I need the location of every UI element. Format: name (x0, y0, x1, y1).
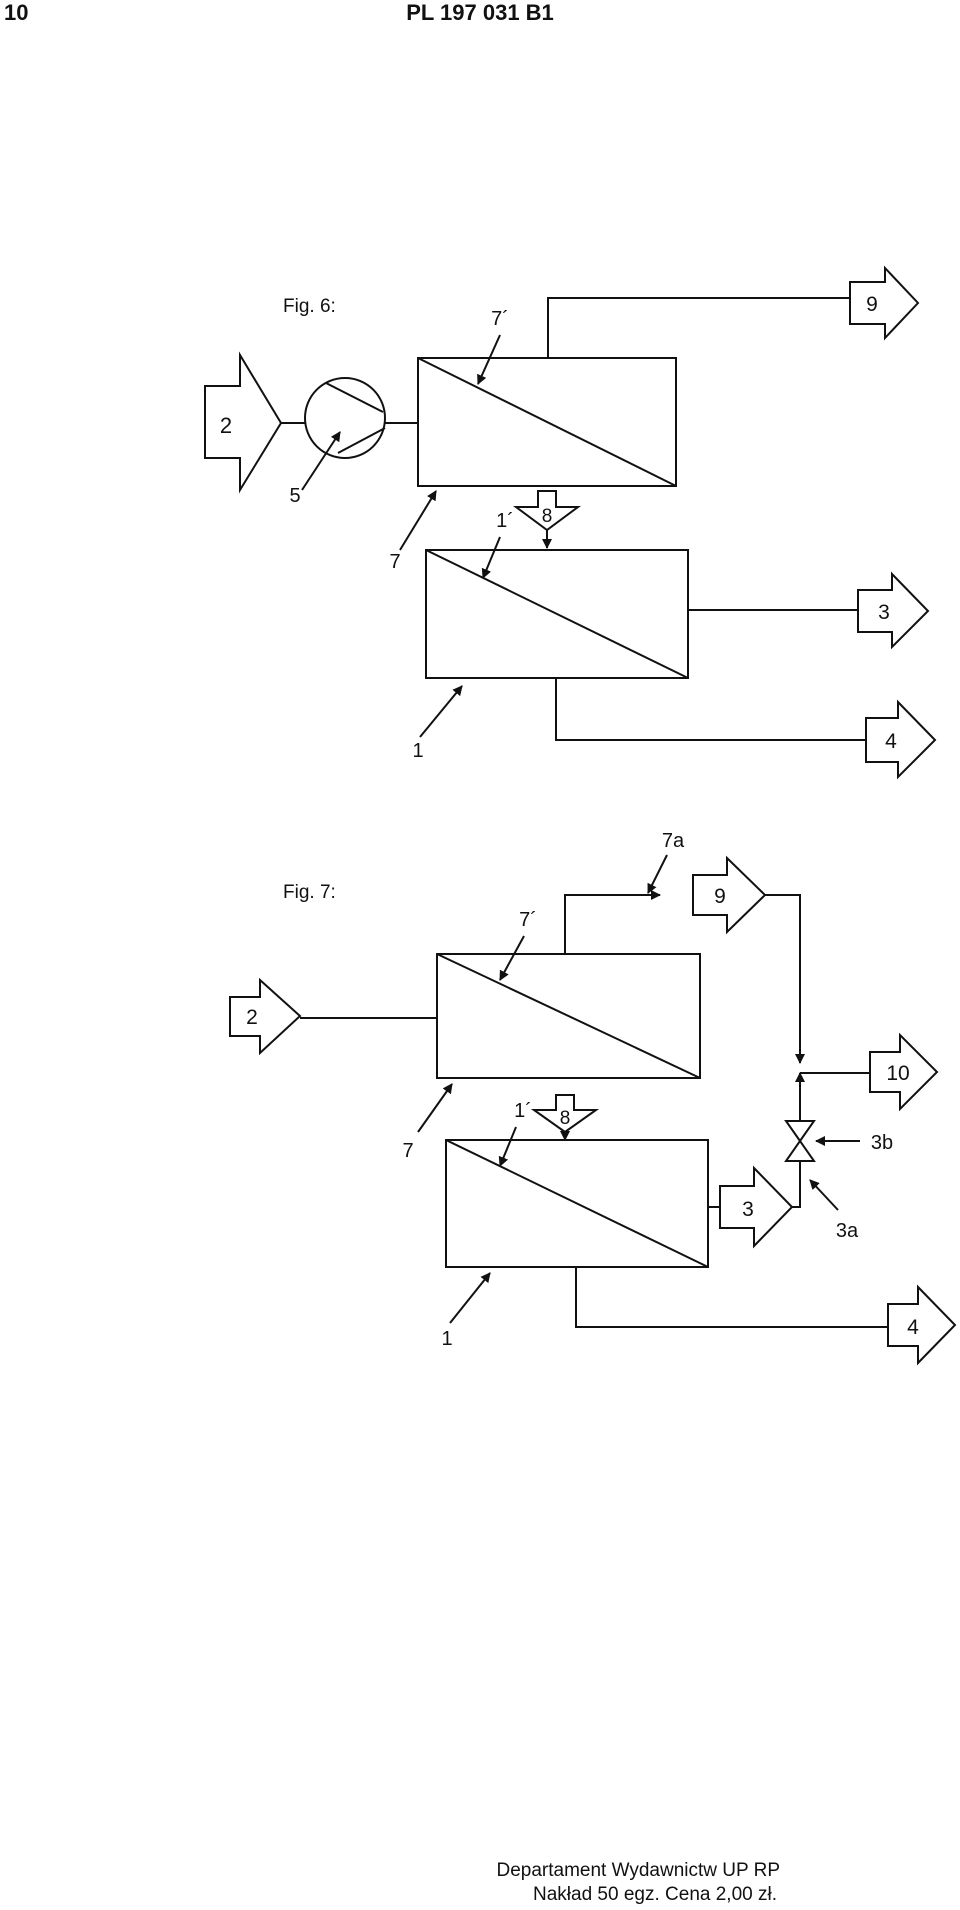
fig7-label-7a: 7a (662, 830, 685, 852)
fig6-pump-vane (325, 382, 384, 413)
fig7-line-to-4 (575, 1267, 888, 1328)
fig7-label-3: 3 (742, 1198, 754, 1221)
fig7-label-7-prime: 7´ (519, 909, 537, 931)
fig7-output-arrow-10 (869, 1032, 939, 1112)
fig7-pointer-7-prime (499, 935, 525, 981)
fig7-output-arrow-3 (719, 1165, 794, 1249)
footer-line-1: Departament Wydawnictw UP RP (496, 1860, 780, 1881)
fig7-transfer-arrow-8 (530, 1094, 600, 1134)
fig7-label-9: 9 (714, 885, 726, 908)
fig6-output-arrow-9 (849, 265, 920, 341)
fig6-label-3: 3 (878, 601, 890, 624)
fig7-unit-7-membrane (436, 953, 701, 1079)
fig7-feed-arrow-2 (229, 977, 302, 1056)
fig6-output-arrow-3 (857, 571, 930, 650)
fig6-label-1: 1 (412, 740, 423, 762)
fig6-pointer-1-prime (481, 536, 501, 579)
page-number: 10 (4, 0, 29, 25)
fig6-transfer-arrow-8 (512, 490, 582, 532)
fig6-line-to-9 (547, 297, 850, 358)
fig6-pointer-7 (399, 490, 437, 551)
footer: Departament Wydawnictw UP RP Nakład 50 e… (0, 1859, 960, 1907)
fig7-label-1: 1 (441, 1328, 452, 1350)
fig7-label-4: 4 (907, 1316, 919, 1339)
fig7-output-arrow-9 (692, 855, 767, 935)
fig7-label-7: 7 (402, 1140, 413, 1162)
fig6-line-to-4 (555, 678, 866, 741)
fig7-label-3b: 3b (871, 1132, 893, 1154)
fig6-pump-vane (337, 427, 386, 454)
fig7-pointer-7 (417, 1083, 453, 1133)
fig7-unit-7 (436, 953, 701, 1079)
footer-line-2: Nakład 50 egz. Cena 2,00 zł. (533, 1884, 777, 1905)
fig6-title: Fig. 6: (283, 296, 336, 317)
fig7-line-3a (792, 1161, 801, 1208)
fig6-label-7: 7 (389, 551, 400, 573)
fig6-label-4: 4 (885, 730, 897, 753)
fig7-label-10: 10 (886, 1062, 909, 1085)
fig6-pointer-7-prime (477, 334, 501, 385)
fig6-unit-7-membrane (417, 357, 677, 487)
fig7-label-1-prime: 1´ (514, 1100, 532, 1122)
fig7-line-9-down (765, 894, 801, 1063)
fig7-unit-1-membrane (445, 1139, 709, 1268)
figure-6: Fig. 6: 2 5 7´ 9 8 7 1´ 3 4 1 (204, 265, 937, 780)
fig6-pointer-1 (419, 685, 463, 738)
fig7-output-arrow-4 (887, 1284, 957, 1366)
fig6-label-1-prime: 1´ (496, 510, 514, 532)
fig6-label-7-prime: 7´ (491, 308, 509, 330)
fig6-label-5: 5 (289, 485, 300, 507)
fig7-valve-3b (784, 1120, 816, 1162)
fig6-pointer-5 (301, 431, 341, 491)
fig7-label-2: 2 (246, 1006, 258, 1029)
fig6-label-9: 9 (866, 293, 878, 316)
fig7-label-3a: 3a (836, 1220, 859, 1242)
fig6-output-arrow-4 (865, 699, 937, 780)
fig7-pointer-7a (647, 854, 668, 894)
fig6-label-8: 8 (542, 506, 553, 527)
fig7-pointer-1 (449, 1272, 491, 1324)
fig6-feed-arrow-2 (204, 351, 283, 494)
fig7-line-7a (564, 894, 660, 954)
fig6-pump (304, 377, 386, 459)
fig7-title: Fig. 7: (283, 882, 336, 903)
fig7-pointer-1-prime (498, 1126, 517, 1167)
fig6-unit-1-membrane (425, 549, 689, 679)
fig6-label-2: 2 (220, 413, 232, 438)
patent-number: PL 197 031 B1 (406, 0, 554, 25)
fig7-label-8: 8 (560, 1108, 571, 1129)
figure-7: Fig. 7: 2 7´ 7a 9 10 3b 3a 3 8 1´ (229, 830, 957, 1366)
fig7-pointer-3a (809, 1179, 839, 1211)
